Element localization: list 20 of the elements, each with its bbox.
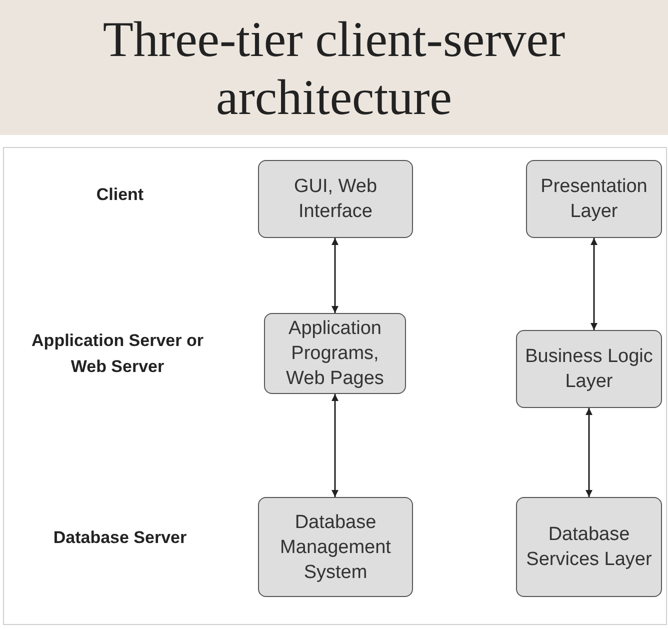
process-box: [516, 497, 662, 597]
double-arrow: [590, 238, 598, 330]
title: Three-tier client-server architecture: [102, 10, 566, 126]
box-text: Business Logic Layer: [525, 345, 653, 394]
box-text: Database Management System: [279, 510, 392, 584]
tier-label: Client: [95, 184, 145, 206]
process-box: [258, 160, 413, 238]
box-text: Database Services Layer: [525, 523, 653, 572]
box-text: Application Programs, Web Pages: [285, 317, 385, 391]
process-box: [264, 313, 406, 394]
process-box: [258, 497, 413, 597]
box-text: GUI, Web Interface: [292, 175, 378, 224]
double-arrow: [332, 394, 338, 497]
double-arrow: [332, 238, 338, 313]
tier-label: Database Server: [52, 527, 188, 549]
tier-label: Application Server or Web Server: [30, 330, 204, 378]
process-box: [526, 160, 662, 238]
process-box: [516, 330, 662, 408]
double-arrow: [586, 408, 592, 497]
box-text: Presentation Layer: [540, 175, 648, 224]
